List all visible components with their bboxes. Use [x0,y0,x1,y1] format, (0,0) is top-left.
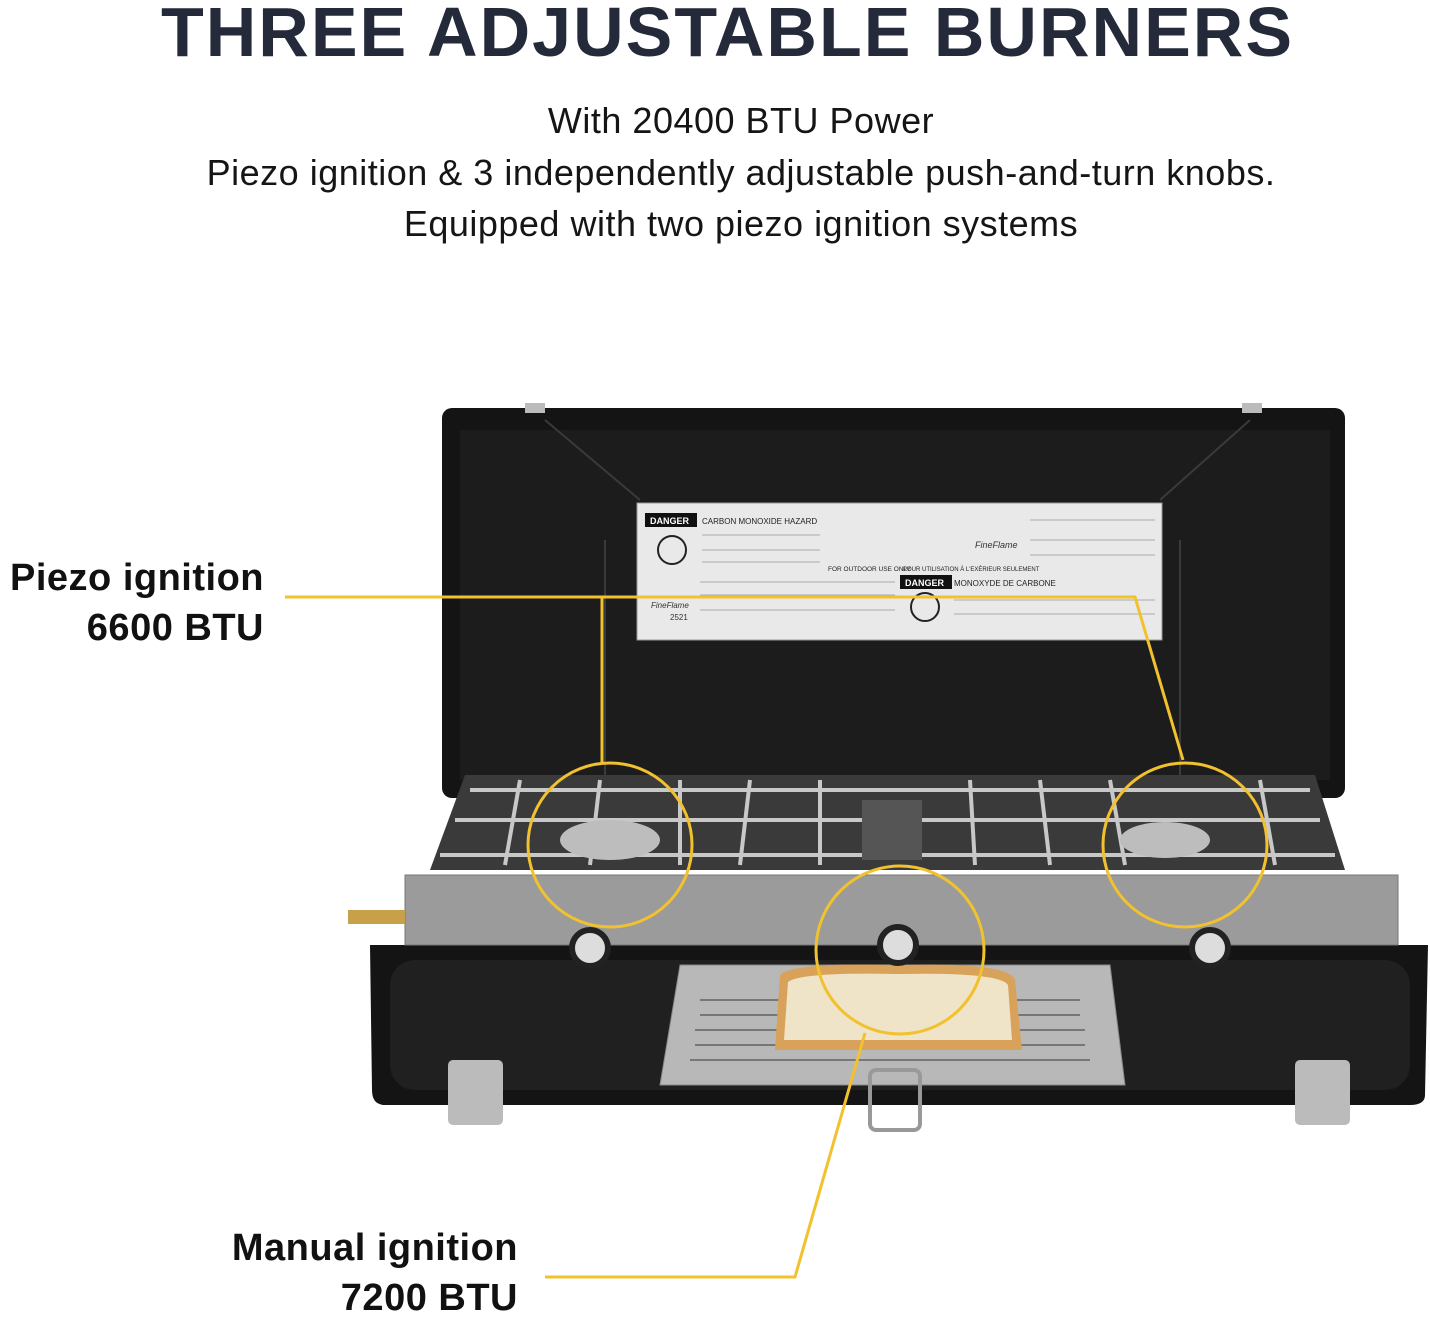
burner-right [1120,822,1210,858]
callout-manual-value: 7200 BTU [340,1277,518,1319]
gas-connector [348,910,405,924]
svg-text:DANGER: DANGER [650,516,690,526]
callout-piezo: Piezo ignition 6600 BTU [10,553,264,653]
burner-left [560,820,660,860]
callout-manual: Manual ignition 7200 BTU [232,1223,518,1323]
handle [868,1068,922,1132]
warning-label: DANGER CARBON MONOXIDE HAZARD FOR OUTDOO… [636,502,1163,641]
subtitle-line-3: Equipped with two piezo ignition systems [403,203,1079,244]
callout-manual-title: Manual ignition [231,1227,518,1269]
callout-circle-center [814,864,986,1036]
svg-text:CARBON MONOXIDE HAZARD: CARBON MONOXIDE HAZARD [702,517,817,526]
svg-text:POUR UTILISATION À L'EXÉRIEUR: POUR UTILISATION À L'EXÉRIEUR SEULEMENT [903,566,1040,573]
latch-left [448,1060,503,1125]
svg-text:DANGER: DANGER [905,578,945,588]
svg-text:MONOXYDE DE CARBONE: MONOXYDE DE CARBONE [954,579,1056,588]
page-title: THREE ADJUSTABLE BURNERS [160,0,1295,71]
callout-piezo-title: Piezo ignition [10,557,264,599]
callout-piezo-value: 6600 BTU [86,607,264,649]
knob-right [1189,927,1231,969]
callout-lines [285,595,1269,1279]
subtitle-line-1: With 20400 BTU Power [547,100,935,141]
svg-text:FOR OUTDOOR USE ONLY: FOR OUTDOOR USE ONLY [828,566,912,573]
callout-circle-left [526,761,694,929]
svg-text:FineFlame: FineFlame [651,601,689,610]
callout-circle-right [1101,761,1269,929]
svg-text:2521: 2521 [670,613,688,622]
subtitle-line-2: Piezo ignition & 3 independently adjusta… [206,152,1276,193]
knob-center [877,924,919,966]
latch-right [1295,1060,1350,1125]
knob-left [569,927,611,969]
center-burner [862,800,922,860]
svg-text:FineFlame: FineFlame [975,540,1018,550]
